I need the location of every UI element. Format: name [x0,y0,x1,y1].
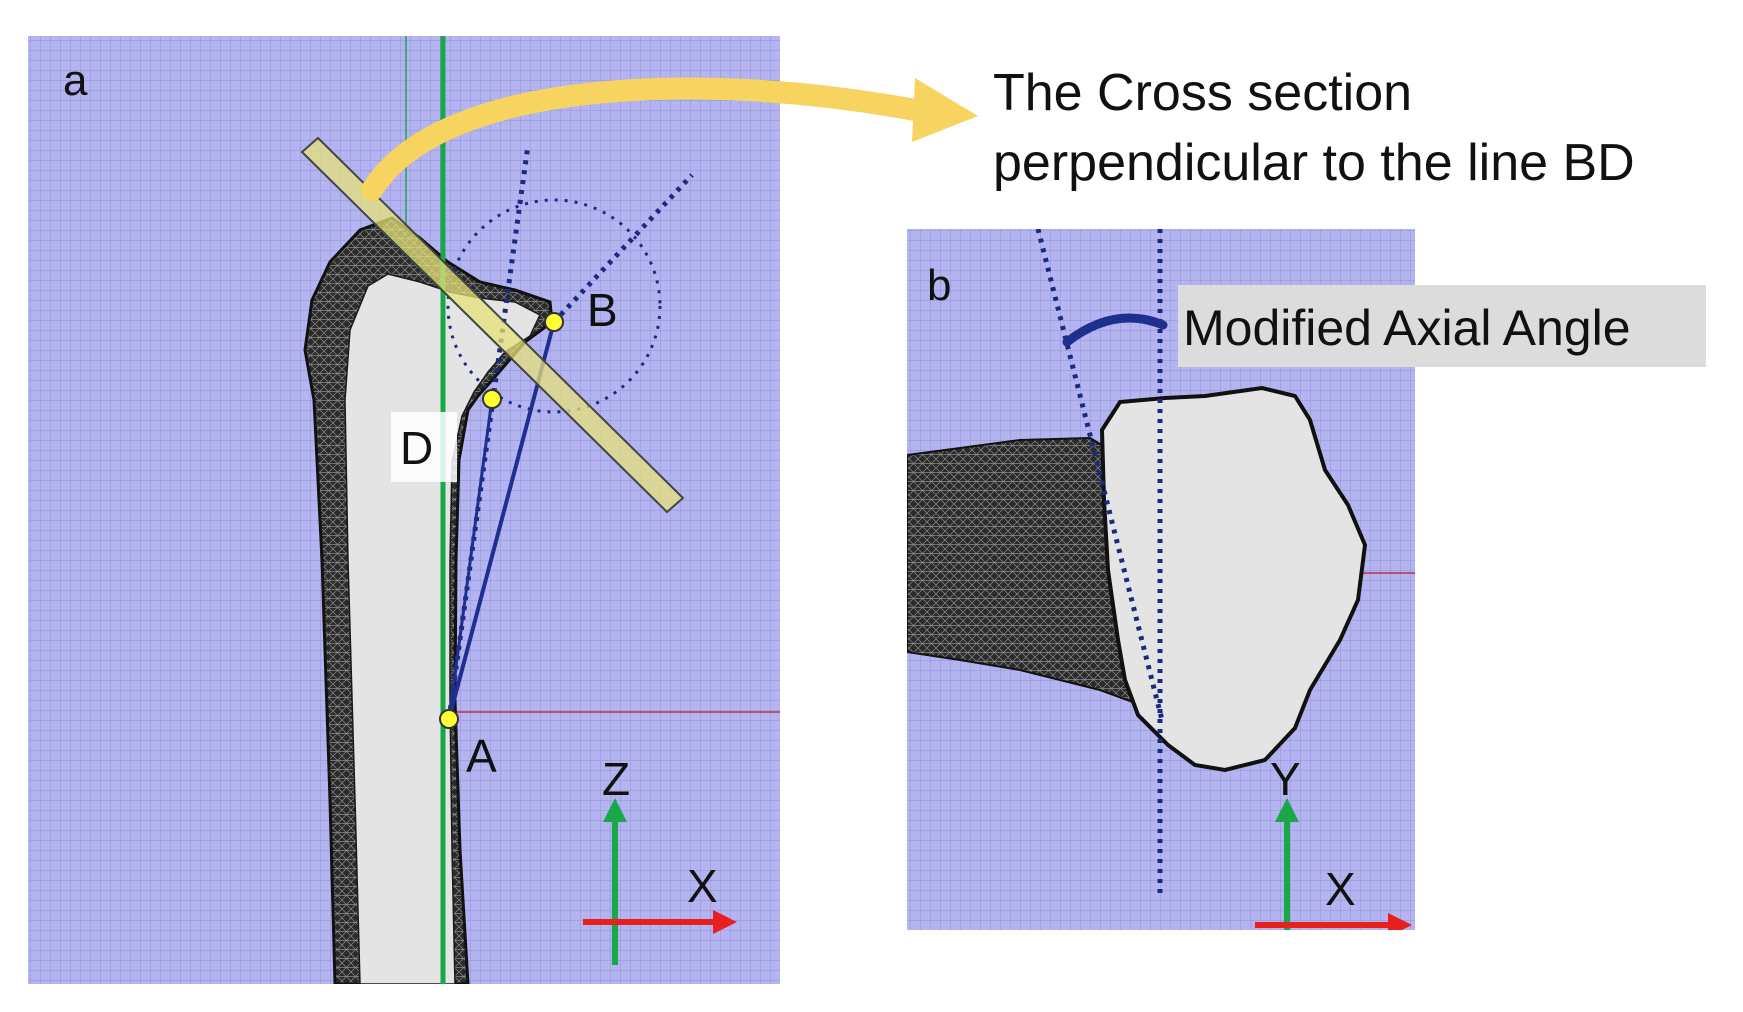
curved-arrow-head [912,78,978,142]
panel-a-letter: a [63,56,88,105]
caption-line-2: perpendicular to the line BD [993,134,1635,192]
point-b-marker [544,312,564,332]
angle-label: Modified Axial Angle [1183,300,1631,356]
panel-b-letter: b [927,261,951,310]
point-a-marker [439,709,459,729]
panel-b-x-label: X [1325,863,1356,915]
cross-section-plane [300,136,685,514]
panel-a-x-label: X [687,860,718,912]
curved-arrow [361,77,926,201]
line-ab [447,321,556,720]
dotted-line-head [552,173,694,324]
line-ad [447,398,494,720]
angle-label-background [1178,285,1706,367]
panel-b: b Y X Modified Axial Angle [907,229,1706,930]
label-d-background [391,412,457,482]
point-d-marker [482,389,502,409]
angle-arc-icon [1062,313,1168,347]
humeral-head-section [1099,385,1368,773]
dotted-line-shaft [446,144,531,720]
humeral-head-circle [446,198,662,414]
point-b-label: B [587,284,618,336]
point-d-label: D [400,422,433,474]
panel-b-y-label: Y [1270,753,1301,805]
panel-b-dotted-slanted [1035,229,1165,721]
panel-a: a B D A Z X [28,36,780,984]
point-a-label: A [466,730,497,782]
caption-line-1: The Cross section [993,64,1412,122]
panel-a-z-label: Z [602,753,630,805]
